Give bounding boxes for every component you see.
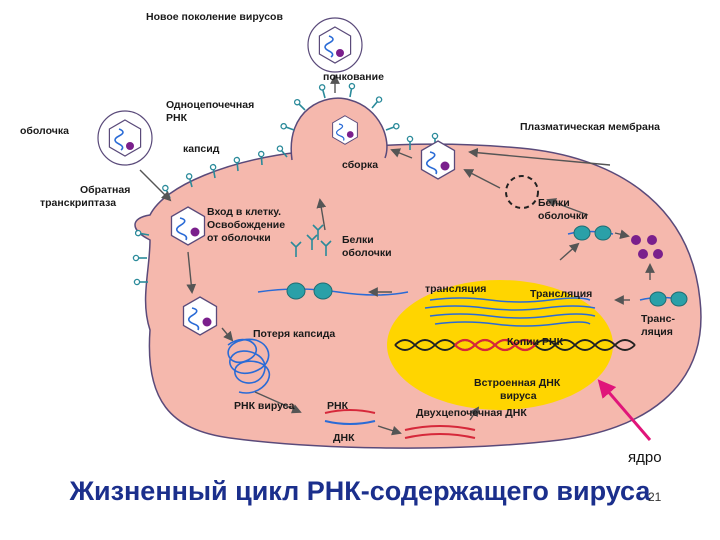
right-top-ribosomes: [567, 225, 614, 241]
label-plasma-membrane: Плазматическая мембрана: [520, 121, 660, 133]
label-ss-rna-line2: РНК: [166, 112, 188, 124]
label-entry-line1: Вход в клетку.: [207, 206, 281, 218]
page-title: Жизненный цикл РНК-содержащего вируса: [69, 476, 651, 506]
page-number: 21: [648, 490, 662, 504]
label-assembly: сборка: [342, 159, 378, 171]
label-rt-line1: Обратная: [80, 184, 130, 196]
viral-rna-tangle: [227, 338, 271, 394]
new-virion: [307, 17, 363, 73]
label-env-proteins-b-line1: Белки: [342, 234, 374, 246]
label-rna-copies: Копии РНК: [507, 336, 564, 348]
label-rna: РНК: [327, 400, 349, 412]
envelope-proteins: [290, 224, 332, 257]
label-dna: ДНК: [333, 432, 355, 444]
label-ss-rna-line1: Одноцепочечная: [166, 99, 254, 111]
label-new-generation: Новое поколение вирусов: [146, 11, 283, 23]
label-transcription-line2: ляция: [641, 326, 673, 338]
label-translation-big: Трансляция: [530, 288, 592, 300]
label-rt-line2: транскриптаза: [40, 197, 116, 209]
right-bottom-ribosomes: [639, 291, 688, 307]
left-translation-ribosomes: [257, 282, 409, 300]
nucleus: [387, 280, 613, 410]
label-env-proteins-a-line1: Белки: [538, 197, 570, 209]
label-entry-line2: Освобождение: [207, 219, 285, 231]
label-translation-small: трансляция: [425, 283, 486, 295]
rna-copies: [424, 297, 596, 327]
label-capsid: капсид: [183, 143, 220, 155]
capsid-proteins: [631, 235, 663, 259]
ds-dna-strands: [404, 425, 476, 439]
label-viral-rna: РНК вируса: [234, 400, 295, 412]
label-env-proteins-a-line2: оболочки: [538, 210, 588, 222]
label-integrated-line2: вируса: [500, 390, 537, 402]
integrated-dna-helix: [394, 338, 636, 352]
label-integrated-line1: Встроенная ДНК: [474, 377, 561, 389]
label-transcription-line1: Транс-: [641, 313, 675, 325]
label-budding: почкование: [323, 71, 384, 83]
label-ds-dna: Двухцепочечная ДНК: [416, 407, 527, 419]
rna-dna-hybrid: [324, 409, 376, 425]
nucleus-pointer-arrow: [597, 379, 652, 441]
label-env-proteins-b-line2: оболочки: [342, 247, 392, 259]
label-capsid-loss: Потеря капсида: [253, 328, 335, 340]
entering-virion: [97, 110, 153, 166]
nucleus-label: ядро: [628, 449, 662, 466]
label-entry-line3: от оболочки: [207, 232, 271, 244]
envelope-protein-ring: [505, 175, 539, 209]
pathway-arrows: [139, 74, 655, 436]
label-envelope: оболочка: [20, 125, 69, 137]
